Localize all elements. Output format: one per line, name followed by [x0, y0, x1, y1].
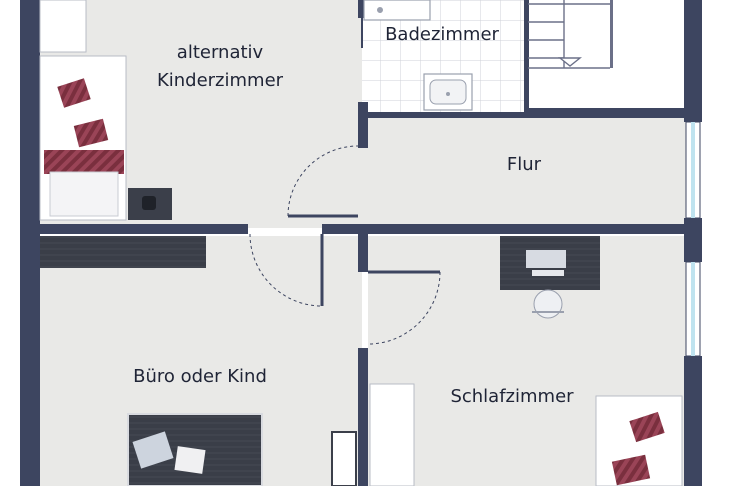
wall-h-bath	[362, 112, 526, 118]
floor-flur	[362, 112, 686, 228]
wall-h-left	[40, 224, 248, 234]
wardrobe-schlafzimmer	[369, 383, 415, 486]
bed-icon	[39, 55, 127, 221]
wall-h-mid	[322, 224, 368, 234]
door-swing-icon	[249, 145, 441, 345]
wall-v-bath-right2	[526, 108, 686, 118]
wall-v-mid	[358, 234, 368, 272]
desk-icon-2	[500, 236, 600, 290]
label-badezimmer: Badezimmer	[385, 24, 499, 45]
wall-h-right	[368, 224, 684, 234]
label-schlafzimmer: Schlafzimmer	[450, 386, 574, 407]
chair-icon	[532, 289, 564, 319]
nightstand	[128, 188, 172, 220]
label-flur: Flur	[506, 154, 542, 175]
floor-stairs	[526, 0, 686, 112]
window-flur	[685, 121, 701, 219]
sink-icon	[423, 73, 473, 111]
shelf-buero	[40, 236, 206, 268]
wall-right-bottom	[684, 356, 702, 486]
wall-v-mid2	[358, 348, 368, 486]
wall-v-bath-left2	[358, 102, 368, 148]
bed-icon-2	[595, 395, 683, 486]
wall-right-mid	[684, 218, 702, 262]
wall-v-bath-right	[524, 0, 529, 118]
cabinet-buero	[331, 431, 357, 486]
wall-v-stair	[610, 0, 613, 68]
label-kinderzimmer-line2: Kinderzimmer	[156, 70, 284, 91]
window-schlafzimmer	[685, 261, 701, 357]
wall-left	[20, 0, 40, 486]
label-buero: Büro oder Kind	[133, 366, 267, 387]
wardrobe	[39, 0, 87, 53]
desk-icon	[127, 413, 263, 486]
bath-shower	[361, 0, 431, 48]
wall-right-top	[684, 0, 702, 122]
stairs-icon	[528, 0, 610, 69]
label-kinderzimmer-line1: alternativ	[176, 42, 264, 63]
